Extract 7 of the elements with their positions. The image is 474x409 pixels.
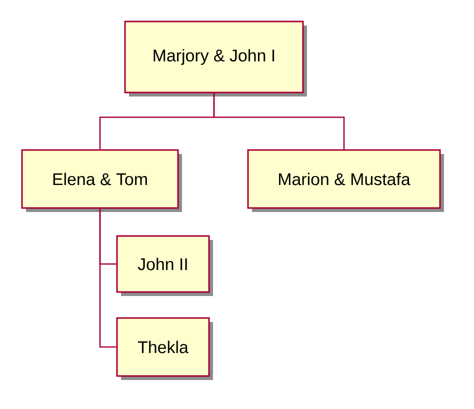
connector-line [213,93,345,150]
person-box: John II [116,235,213,296]
person-box: Elena & Tom [21,149,182,212]
person-box: Marjory & John I [124,20,307,96]
person-box: Marion & Mustafa [247,149,444,212]
person-box: Thekla [116,317,213,380]
connector-line [99,208,116,348]
